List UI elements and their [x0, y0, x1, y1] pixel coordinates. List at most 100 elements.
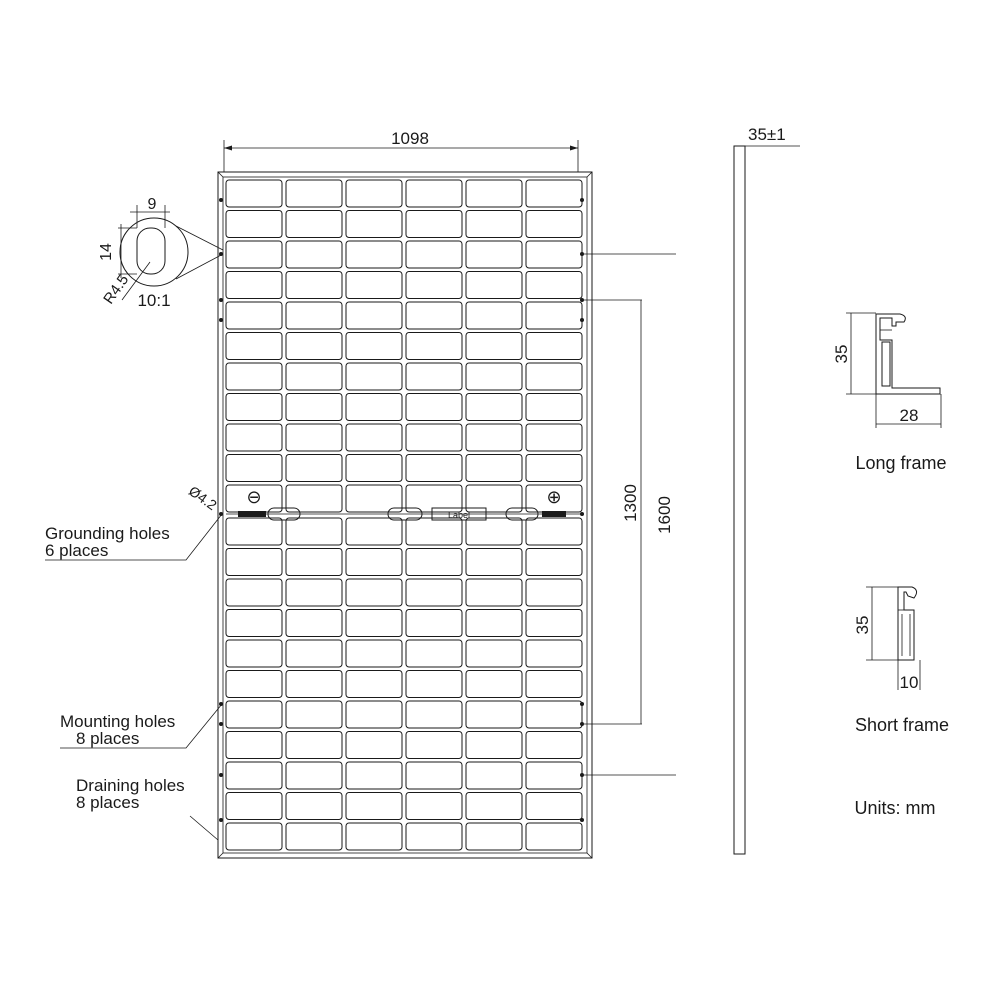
- frame-hole: [219, 198, 223, 202]
- solar-cell: [465, 578, 523, 607]
- frame-holes: [219, 198, 584, 822]
- solar-cell: [525, 761, 583, 790]
- junction-box-left: [267, 507, 301, 521]
- negative-terminal-icon: ⊖: [246, 487, 261, 507]
- solar-cell: [465, 517, 523, 546]
- solar-cell: [285, 548, 343, 576]
- solar-cell: [285, 332, 343, 360]
- long-frame-width-label: 28: [900, 406, 919, 425]
- solar-cell: [225, 423, 283, 452]
- solar-cell: [525, 210, 583, 238]
- solar-cell: [345, 362, 403, 391]
- solar-cell: [225, 670, 283, 698]
- label-box: [431, 507, 487, 521]
- solar-cell: [285, 609, 343, 637]
- mounting-holes-count: 8 places: [76, 729, 139, 748]
- frame-hole: [219, 512, 223, 516]
- solar-cell: [225, 761, 283, 790]
- solar-cell: [345, 271, 403, 299]
- solar-cell: [345, 639, 403, 668]
- frame-hole: [580, 818, 584, 822]
- solar-cell: [345, 548, 403, 576]
- solar-cell: [345, 240, 403, 269]
- solar-cell: [345, 454, 403, 482]
- solar-cell: [465, 761, 523, 790]
- negative-cable-connector: [238, 511, 266, 517]
- cell-grid-bottom: [225, 517, 583, 851]
- solar-cell: [285, 484, 343, 513]
- solar-cell: [465, 332, 523, 360]
- solar-cell: [405, 301, 463, 330]
- units-label: Units: mm: [855, 798, 936, 818]
- solar-cell: [345, 822, 403, 851]
- solar-cell: [225, 731, 283, 759]
- solar-cell: [405, 792, 463, 820]
- frame-hole: [219, 318, 223, 322]
- solar-cell: [525, 423, 583, 452]
- hole-callouts: Ø4.2 Grounding holes 6 places Mounting h…: [45, 483, 223, 841]
- frame-hole: [219, 722, 223, 726]
- solar-cell: [405, 423, 463, 452]
- solar-cell: [225, 517, 283, 546]
- solar-cell: [405, 731, 463, 759]
- solar-cell: [525, 792, 583, 820]
- solar-cell: [465, 454, 523, 482]
- solar-cell: [345, 423, 403, 452]
- solar-cell: [285, 423, 343, 452]
- detail-scale-label: 10:1: [137, 291, 170, 310]
- solar-cell: [285, 761, 343, 790]
- draining-holes-label: Draining holes: [76, 776, 185, 795]
- solar-cell: [465, 822, 523, 851]
- panel-front-view: [217, 171, 593, 859]
- grounding-holes-label: Grounding holes: [45, 524, 170, 543]
- frame-hole: [219, 298, 223, 302]
- solar-cell: [525, 548, 583, 576]
- solar-cell: [405, 517, 463, 546]
- solar-cell: [225, 639, 283, 668]
- solar-cell: [525, 332, 583, 360]
- solar-cell: [285, 454, 343, 482]
- short-frame-width-label: 10: [900, 673, 919, 692]
- solar-cell: [345, 332, 403, 360]
- panel-inner-frame: [222, 176, 588, 854]
- solar-cell: [285, 792, 343, 820]
- frame-hole: [219, 773, 223, 777]
- solar-cell: [345, 731, 403, 759]
- solar-cell: [405, 210, 463, 238]
- frame-hole: [580, 722, 584, 726]
- positive-terminal-icon: ⊕: [546, 487, 561, 507]
- solar-cell: [525, 609, 583, 637]
- solar-cell: [345, 578, 403, 607]
- solar-cell: [465, 179, 523, 208]
- solar-cell: [285, 700, 343, 729]
- solar-cell: [345, 210, 403, 238]
- solar-cell: [405, 700, 463, 729]
- solar-cell: [525, 517, 583, 546]
- solar-cell: [465, 301, 523, 330]
- solar-cell: [225, 609, 283, 637]
- frame-hole: [580, 252, 584, 256]
- solar-cell: [345, 393, 403, 421]
- solar-cell: [465, 731, 523, 759]
- solar-cell: [285, 822, 343, 851]
- solar-cell: [465, 548, 523, 576]
- solar-cell: [285, 393, 343, 421]
- width-dimension: 1098: [223, 129, 579, 172]
- frame-hole: [580, 702, 584, 706]
- solar-cell: [405, 548, 463, 576]
- solar-cell: [285, 301, 343, 330]
- solar-cell: [525, 578, 583, 607]
- grounding-holes-count: 6 places: [45, 541, 108, 560]
- solar-cell: [285, 639, 343, 668]
- solar-cell: [525, 822, 583, 851]
- solar-cell: [405, 670, 463, 698]
- solar-cell: [525, 271, 583, 299]
- solar-cell: [285, 517, 343, 546]
- solar-cell: [285, 578, 343, 607]
- hole-detail-view: 9 14 R4.5 10:1: [98, 196, 224, 310]
- frame-hole: [580, 318, 584, 322]
- solar-cell: [405, 271, 463, 299]
- frame-hole: [580, 298, 584, 302]
- solar-cell: [345, 301, 403, 330]
- frame-hole: [580, 773, 584, 777]
